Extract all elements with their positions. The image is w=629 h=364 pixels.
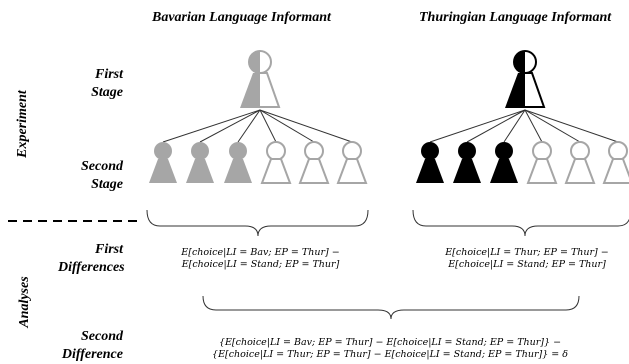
bavarian-first-difference-formula: E[choice|LI = Bav; EP = Thur] − E[choice… [168, 247, 353, 271]
second-stage-line1: Second [81, 159, 123, 174]
first-differences-label: First Differences [58, 241, 125, 277]
pawn-icon [186, 142, 214, 183]
first-differences-line2: Differences [58, 260, 125, 275]
bavarian-header: Bavarian Language Informant [152, 10, 331, 25]
first-stage-label: First Stage [63, 66, 123, 102]
pawn-icon [224, 142, 252, 183]
second-stage-label: Second Stage [63, 158, 123, 194]
formula-line: {E[choice|LI = Bav; EP = Thur] − E[choic… [218, 337, 562, 348]
formula-line: E[choice|LI = Stand; EP = Thur] [181, 259, 340, 270]
thuringian-header: Thuringian Language Informant [419, 10, 612, 25]
pawn-outline-icon [603, 141, 629, 184]
formula-line: E[choice|LI = Thur; EP = Thur] − [445, 247, 609, 258]
bavarian-first-stage-pawn-icon [240, 50, 281, 108]
formula-line: E[choice|LI = Bav; EP = Thur] − [181, 247, 340, 258]
bavarian-brace [146, 209, 369, 237]
pawn-icon [490, 142, 518, 183]
thuringian-first-stage-pawn-icon [505, 50, 546, 108]
second-stage-line2: Stage [91, 177, 123, 192]
bavarian-tree-lines [162, 109, 353, 143]
first-stage-line1: First [94, 67, 123, 82]
second-difference-brace [202, 295, 580, 320]
second-difference-formula: {E[choice|LI = Bav; EP = Thur] − E[choic… [180, 337, 600, 361]
first-stage-line2: Stage [91, 85, 123, 100]
pawn-icon [416, 142, 444, 183]
formula-line: {E[choice|LI = Thur; EP = Thur] − E[choi… [212, 349, 568, 360]
pawn-icon [453, 142, 481, 183]
pawn-outline-icon [261, 141, 291, 184]
second-difference-line1: Second [81, 329, 123, 344]
thuringian-tree-lines [429, 109, 619, 143]
pawn-outline-icon [337, 141, 367, 184]
pawn-icon [149, 142, 177, 183]
pawn-outline-icon [565, 141, 595, 184]
thuringian-first-difference-formula: E[choice|LI = Thur; EP = Thur] − E[choic… [432, 247, 622, 271]
pawn-outline-icon [299, 141, 329, 184]
first-differences-line1: First [94, 242, 123, 257]
second-difference-label: Second Difference [43, 328, 123, 364]
second-difference-line2: Difference [61, 347, 123, 362]
formula-line: E[choice|LI = Stand; EP = Thur] [448, 259, 606, 270]
thuringian-brace [412, 209, 629, 237]
bavarian-second-stage-pawns [149, 141, 367, 184]
thuringian-second-stage-pawns [416, 141, 629, 184]
pawn-outline-icon [527, 141, 557, 184]
